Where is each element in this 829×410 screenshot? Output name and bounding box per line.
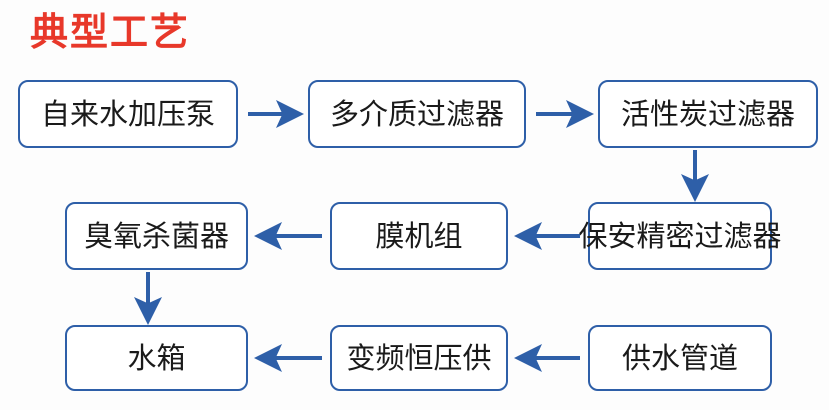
process-node-supply-pipeline[interactable]: 供水管道 xyxy=(588,325,772,391)
process-node-precision-filter[interactable]: 保安精密过滤器 xyxy=(579,202,782,270)
node-label: 水箱 xyxy=(127,340,186,375)
process-node-water-tank[interactable]: 水箱 xyxy=(65,325,248,391)
node-label: 膜机组 xyxy=(375,218,463,253)
process-node-water-pump[interactable]: 自来水加压泵 xyxy=(18,80,238,148)
node-label: 活性炭过滤器 xyxy=(620,96,795,131)
node-label: 供水管道 xyxy=(621,340,738,375)
node-label: 臭氧杀菌器 xyxy=(83,218,229,253)
process-node-membrane-unit[interactable]: 膜机组 xyxy=(330,202,508,270)
node-label: 变频恒压供 xyxy=(346,340,492,375)
node-label: 多介质过滤器 xyxy=(329,96,504,131)
process-node-constant-pressure[interactable]: 变频恒压供 xyxy=(330,325,508,391)
process-node-ozone-sterilizer[interactable]: 臭氧杀菌器 xyxy=(65,202,248,270)
node-label: 保安精密过滤器 xyxy=(578,218,782,253)
diagram-title: 典型工艺 xyxy=(30,10,191,54)
process-node-carbon-filter[interactable]: 活性炭过滤器 xyxy=(598,80,818,148)
process-node-multimedia-filter[interactable]: 多介质过滤器 xyxy=(308,80,526,148)
node-label: 自来水加压泵 xyxy=(40,96,215,131)
